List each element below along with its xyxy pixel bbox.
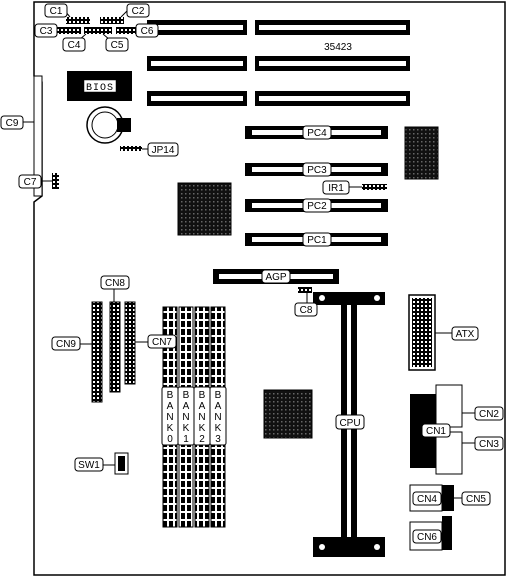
label-sw1-text: SW1: [78, 460, 100, 471]
bank0-letter-1: B: [167, 390, 174, 401]
label-cn8-text: CN8: [105, 278, 125, 289]
label-c5: C5: [105, 37, 129, 52]
bank2-letter-2: A: [199, 401, 206, 412]
label-c7-text: C7: [24, 177, 37, 188]
label-c5-text: C5: [111, 40, 124, 51]
label-pc4-text: PC4: [307, 128, 327, 139]
label-pc4: PC4: [302, 125, 332, 140]
isa-slots: [147, 20, 410, 106]
bank0-letter-3: N: [166, 412, 173, 423]
cn7-header: [124, 301, 136, 385]
label-c4: C4: [62, 37, 86, 52]
label-pc1: PC1: [302, 232, 332, 247]
bank1-letter-5: 1: [183, 434, 189, 445]
label-c8: C8: [294, 302, 318, 317]
label-cn7-text: CN7: [152, 337, 172, 348]
label-cpu: CPU: [335, 414, 365, 430]
jp14-jumper: [120, 146, 142, 151]
label-c9: C9: [0, 115, 24, 130]
label-pc2: PC2: [302, 198, 332, 213]
label-pc3: PC3: [302, 162, 332, 177]
label-cn7: CN7: [147, 334, 177, 349]
battery: [86, 106, 131, 144]
label-jp14-text: JP14: [152, 145, 175, 156]
label-c2-text: C2: [132, 6, 145, 17]
bank3-letter-3: N: [214, 412, 221, 423]
label-cn9-text: CN9: [56, 339, 76, 350]
label-cn6: CN6: [412, 529, 442, 544]
label-cn9: CN9: [51, 336, 81, 351]
label-sw1: SW1: [74, 457, 104, 472]
label-atx: ATX: [451, 326, 479, 341]
bank1-letter-3: N: [182, 412, 189, 423]
label-pc1-text: PC1: [307, 235, 327, 246]
bank0-letter-2: A: [167, 401, 174, 412]
label-c1-text: C1: [50, 6, 63, 17]
label-cn1-text: CN1: [426, 426, 446, 437]
bank-labels: B A N K 0 B A N K 1 B A N K 2 B A N K 3: [161, 386, 227, 446]
bios-label: BIOS: [86, 83, 114, 94]
chipset-left: [177, 182, 232, 236]
label-c7: C7: [18, 174, 42, 189]
label-pc2-text: PC2: [307, 201, 327, 212]
label-c1: C1: [44, 3, 68, 18]
cn5-connector: [442, 485, 454, 511]
label-c3-text: C3: [40, 26, 53, 37]
cn9-header: [91, 301, 103, 403]
label-cn2-text: CN2: [479, 409, 499, 420]
bank3-letter-1: B: [215, 390, 222, 401]
label-cn4-text: CN4: [417, 494, 437, 505]
label-cn1: CN1: [421, 423, 451, 438]
label-cn3: CN3: [474, 436, 504, 451]
label-pc3-text: PC3: [307, 165, 327, 176]
label-c6: C6: [135, 23, 159, 38]
label-agp: AGP: [261, 269, 291, 284]
label-agp-text: AGP: [265, 272, 286, 283]
label-ir1-text: IR1: [328, 183, 344, 194]
bank1-letter-1: B: [183, 390, 190, 401]
label-cn5-text: CN5: [466, 494, 486, 505]
bank2-letter-4: K: [199, 423, 206, 434]
label-c6-text: C6: [141, 26, 154, 37]
label-jp14: JP14: [147, 142, 179, 157]
bank3-letter-2: A: [215, 401, 222, 412]
bank2-letter-1: B: [199, 390, 206, 401]
bank0-letter-5: 0: [167, 434, 173, 445]
label-cn6-text: CN6: [417, 532, 437, 543]
top-jumper-blocks: [55, 17, 138, 34]
cn3-connector: [435, 431, 463, 475]
chipset-lower: [263, 389, 313, 439]
label-c2: C2: [126, 3, 150, 18]
label-cn5: CN5: [461, 491, 491, 506]
chipset-right: [404, 126, 439, 180]
bank1-letter-4: K: [183, 423, 190, 434]
label-c8-text: C8: [300, 305, 313, 316]
board-id-text: 35423: [324, 42, 352, 53]
label-ir1: IR1: [322, 180, 350, 195]
bank2-letter-5: 2: [199, 434, 205, 445]
label-cn4: CN4: [412, 491, 442, 506]
bank1-letter-2: A: [183, 401, 190, 412]
label-cn2: CN2: [474, 406, 504, 421]
label-c4-text: C4: [68, 40, 81, 51]
c9-connector: [33, 75, 43, 197]
bank2-letter-3: N: [198, 412, 205, 423]
label-c9-text: C9: [6, 118, 19, 129]
label-cpu-text: CPU: [339, 418, 360, 429]
bank3-letter-5: 3: [215, 434, 221, 445]
label-cn8: CN8: [100, 275, 130, 290]
label-cn3-text: CN3: [479, 439, 499, 450]
cn8-header: [109, 301, 121, 393]
cn2-connector: [435, 384, 463, 428]
ir1-header: [362, 184, 387, 190]
bank0-letter-4: K: [167, 423, 174, 434]
c8-header: [298, 287, 312, 293]
bank3-letter-4: K: [215, 423, 222, 434]
atx-connector: [408, 294, 436, 371]
c7-header: [52, 173, 59, 189]
label-atx-text: ATX: [456, 329, 475, 340]
label-c3: C3: [34, 23, 58, 38]
